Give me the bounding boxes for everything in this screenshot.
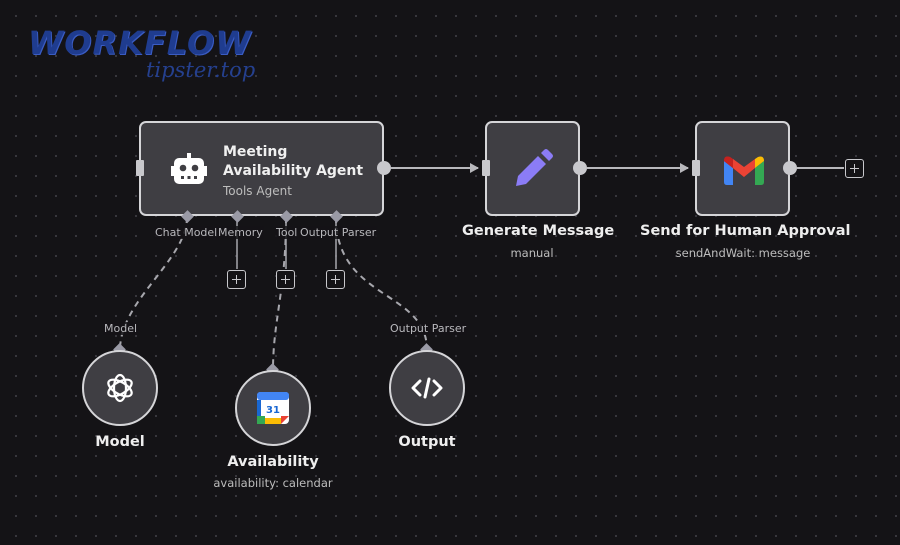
agent-subtitle: Tools Agent — [223, 184, 292, 198]
chat-model-port-label: Chat Model — [154, 226, 219, 239]
code-icon — [409, 370, 445, 410]
agent-node[interactable]: Meeting Availability Agent Tools Agent — [139, 121, 384, 216]
memory-port-label: Memory — [217, 226, 264, 239]
output-parser-port-label: Output Parser — [299, 226, 378, 239]
add-next-node-button[interactable] — [845, 159, 864, 178]
tool-port-label: Tool — [275, 226, 299, 239]
output-title: Output — [398, 434, 456, 450]
availability-title: Availability — [227, 454, 319, 470]
output-node[interactable] — [389, 350, 465, 426]
agent-input-handle[interactable] — [136, 160, 144, 176]
generate-input-handle[interactable] — [482, 160, 490, 176]
availability-subtitle: availability: calendar — [213, 476, 333, 490]
send-for-approval-node[interactable] — [695, 121, 790, 216]
send-for-approval-subtitle: sendAndWait: message — [675, 246, 811, 260]
gmail-icon — [724, 155, 764, 189]
robot-icon — [171, 153, 207, 191]
generate-message-subtitle: manual — [510, 246, 554, 260]
agent-title: Meeting Availability Agent — [223, 144, 364, 179]
add-output-parser-button[interactable] — [326, 270, 345, 289]
model-node[interactable] — [82, 350, 158, 426]
model-title: Model — [95, 434, 145, 450]
pencil-icon — [510, 146, 556, 196]
watermark-title: WORKFLOW — [28, 24, 252, 62]
edge-arrowhead — [470, 163, 479, 173]
watermark-subtitle: tipster.top — [146, 58, 256, 82]
calendar-day: 31 — [266, 405, 280, 416]
generate-message-node[interactable] — [485, 121, 580, 216]
send-input-handle[interactable] — [692, 160, 700, 176]
generate-message-title: Generate Message — [462, 223, 615, 239]
watermark-logo: WORKFLOW tipster.top — [28, 24, 255, 82]
generate-output-handle[interactable] — [573, 161, 587, 175]
edge-arrowhead — [680, 163, 689, 173]
send-for-approval-title: Send for Human Approval — [640, 223, 851, 239]
edge-output-parser-link — [335, 216, 428, 351]
google-calendar-icon: 31 — [255, 390, 291, 430]
output-parser-edge-label: Output Parser — [389, 322, 468, 335]
openai-icon — [102, 370, 138, 410]
agent-output-handle[interactable] — [377, 161, 391, 175]
add-memory-button[interactable] — [227, 270, 246, 289]
send-output-handle[interactable] — [783, 161, 797, 175]
availability-node[interactable]: 31 — [235, 370, 311, 446]
edge-tool-link — [272, 216, 287, 371]
model-edge-label: Model — [103, 322, 139, 335]
add-tool-button[interactable] — [276, 270, 295, 289]
